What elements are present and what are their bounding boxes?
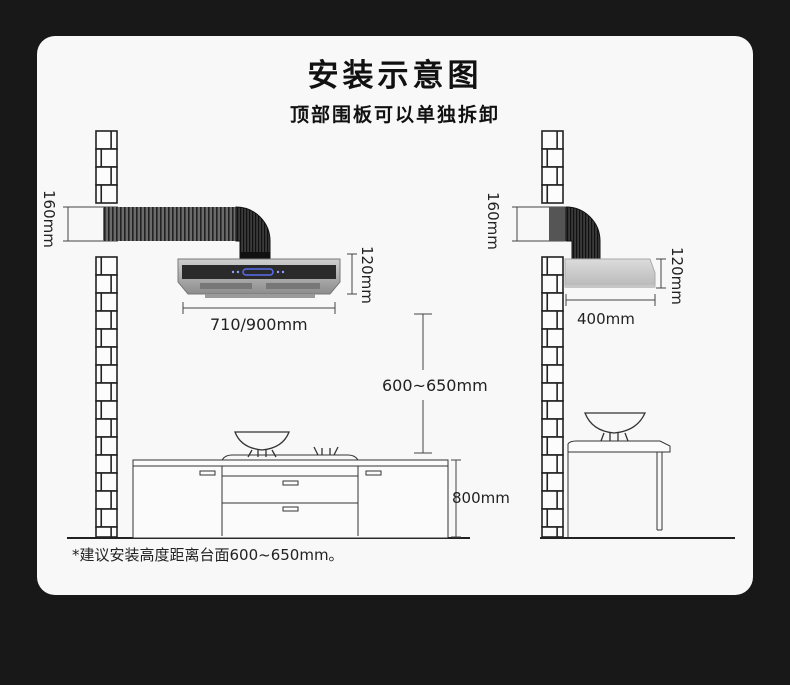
brick — [95, 526, 118, 538]
brick — [541, 436, 564, 456]
brick — [95, 508, 118, 528]
brick — [95, 166, 118, 186]
brick — [541, 382, 564, 402]
brick — [95, 256, 118, 276]
brick — [541, 166, 564, 186]
left-stove-burner-icon — [313, 446, 339, 456]
right-hood-width-dimension — [565, 294, 656, 306]
left-kitchen-counter — [132, 454, 449, 539]
left-duct-height-label: 160mm — [40, 190, 58, 248]
right-wok-icon — [584, 412, 647, 442]
brick — [541, 292, 564, 312]
brick — [541, 454, 564, 474]
brick — [541, 184, 564, 204]
brick — [541, 328, 564, 348]
brick — [541, 346, 564, 366]
brick — [95, 274, 118, 294]
left-hood-width-label: 710/900mm — [210, 315, 308, 334]
install-height-label: 600~650mm — [382, 376, 488, 395]
counter-height-label: 800mm — [452, 489, 510, 507]
brick — [541, 508, 564, 528]
right-hood-width-label: 400mm — [577, 310, 635, 328]
right-hood-height-dimension — [656, 258, 666, 289]
right-kitchen-counter — [567, 440, 671, 537]
counter-height-dimension — [451, 459, 461, 538]
right-duct-height-label: 160mm — [484, 192, 502, 250]
brick — [95, 472, 118, 492]
brick — [95, 130, 118, 150]
brick — [541, 400, 564, 420]
brick — [95, 454, 118, 474]
right-duct-dimension — [512, 206, 522, 242]
brick — [95, 184, 118, 204]
brick — [541, 256, 564, 276]
brick — [541, 310, 564, 330]
brick — [95, 346, 118, 366]
page-title: 安装示意图 — [307, 58, 483, 94]
left-hood-height-dimension — [347, 253, 357, 295]
brick — [541, 490, 564, 510]
brick — [541, 418, 564, 438]
brick — [95, 292, 118, 312]
brick — [95, 328, 118, 348]
left-hood-width-dimension — [182, 302, 336, 314]
left-duct-dimension — [63, 206, 73, 242]
brick — [541, 364, 564, 384]
brick — [541, 274, 564, 294]
brick — [541, 148, 564, 168]
brick — [541, 130, 564, 150]
right-brick-wall — [541, 130, 564, 538]
left-hood-height-label: 120mm — [358, 246, 376, 304]
installation-footnote: *建议安装高度距离台面600~650mm。 — [72, 546, 344, 564]
brick — [95, 490, 118, 510]
brick — [541, 526, 564, 538]
left-exhaust-duct — [67, 206, 271, 263]
brick — [95, 364, 118, 384]
brick — [95, 418, 118, 438]
right-exhaust-duct — [515, 206, 601, 261]
brick — [95, 148, 118, 168]
install-height-dimension — [414, 313, 432, 454]
left-range-hood — [177, 252, 341, 298]
brick — [95, 382, 118, 402]
left-wok-icon — [234, 431, 290, 458]
brick — [95, 400, 118, 420]
left-brick-wall — [95, 130, 118, 538]
brick — [95, 310, 118, 330]
brick — [95, 436, 118, 456]
right-hood-height-label: 120mm — [668, 247, 686, 305]
page-subtitle: 顶部围板可以单独拆卸 — [289, 104, 500, 126]
brick — [541, 472, 564, 492]
right-range-hood — [564, 258, 656, 288]
control-display-icon — [242, 268, 274, 276]
